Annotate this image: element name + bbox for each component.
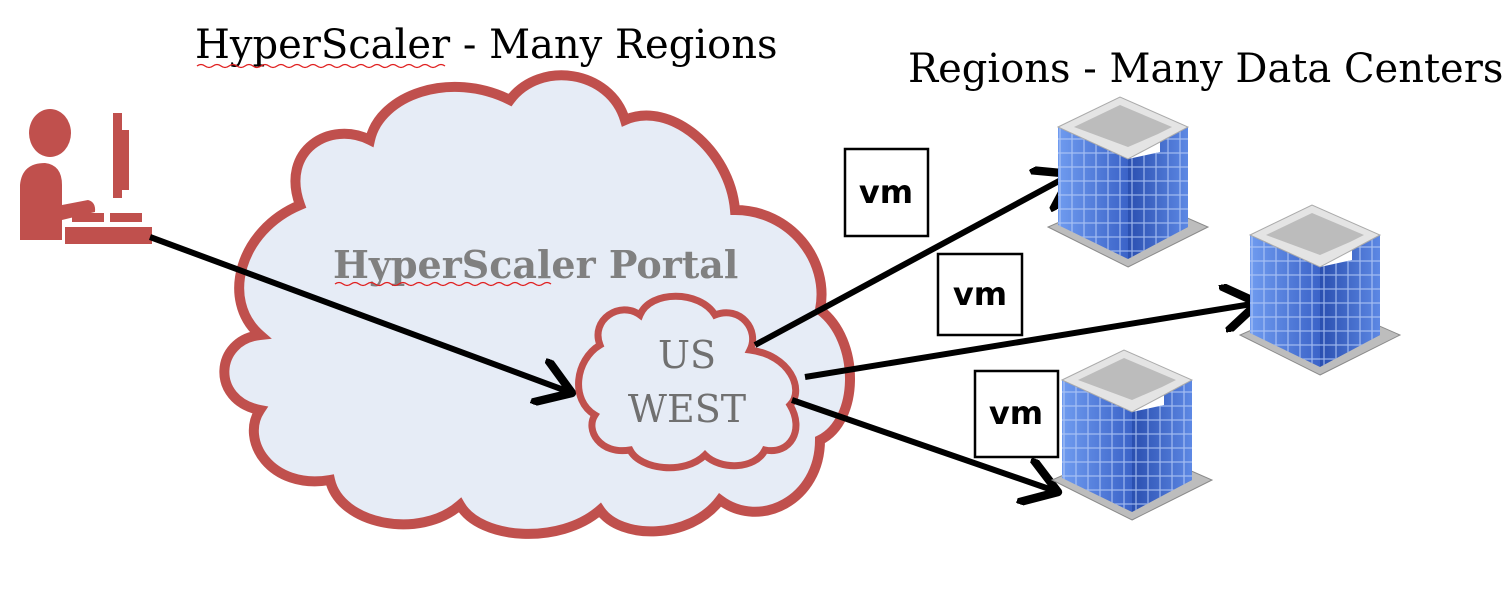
title-right: Regions - Many Data Centers <box>908 46 1503 92</box>
data-center-building-icon <box>1047 96 1209 268</box>
svg-text:vm: vm <box>989 394 1043 432</box>
vm-box: vm <box>843 147 930 238</box>
svg-text:HyperScaler Portal: HyperScaler Portal <box>333 242 738 287</box>
svg-text:vm: vm <box>859 173 913 211</box>
vm-box: vm <box>973 369 1060 459</box>
person-at-computer-icon <box>20 109 152 244</box>
data-center-building-icon <box>1239 204 1401 376</box>
region-name-line1: US <box>658 333 716 377</box>
region-name-line2: WEST <box>628 387 746 431</box>
arrow-user-to-region <box>148 234 572 393</box>
svg-text:HyperScaler - Many Regions: HyperScaler - Many Regions <box>195 22 778 68</box>
cloud-icon <box>219 70 855 539</box>
spellcheck-underline <box>334 281 552 287</box>
region-cloud-icon <box>575 292 800 472</box>
svg-text:vm: vm <box>953 275 1007 313</box>
title-left: HyperScaler - Many Regions <box>195 22 778 69</box>
portal-label: HyperScaler Portal <box>333 242 738 287</box>
arrow-to-datacenter-2 <box>804 303 1258 380</box>
arrow-to-datacenter-1 <box>753 174 1072 348</box>
spellcheck-underline <box>196 63 446 69</box>
vm-box: vm <box>936 252 1024 337</box>
arrow-to-datacenter-3 <box>791 397 1058 492</box>
data-center-building-icon <box>1051 349 1213 521</box>
